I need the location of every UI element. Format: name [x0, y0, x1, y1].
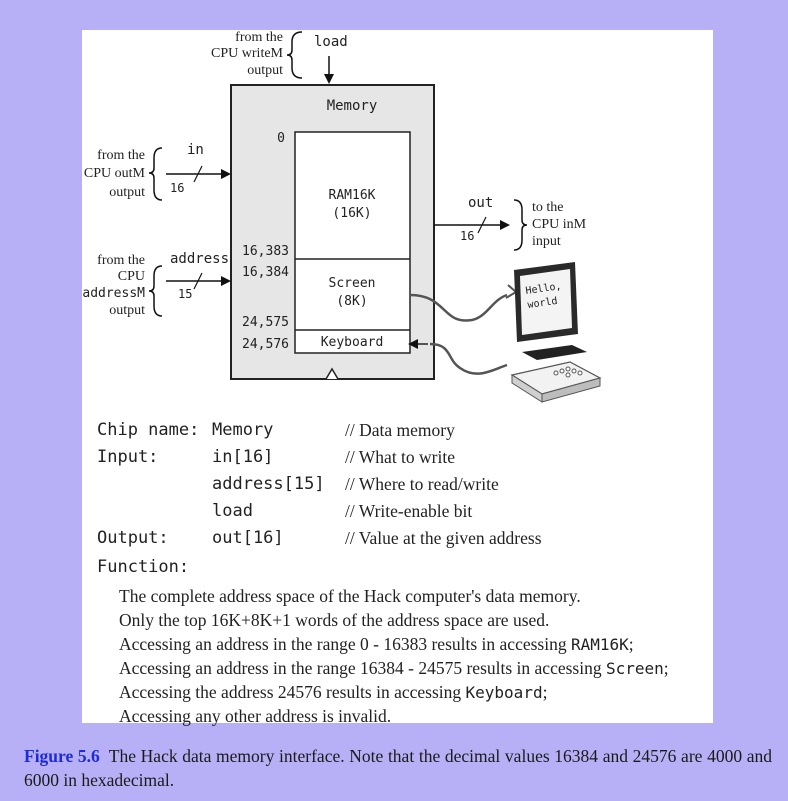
function-label: Function:: [97, 557, 190, 577]
input-load-comment: // Write-enable bit: [345, 501, 473, 521]
in-source-line2: CPU outM: [84, 166, 146, 181]
chip-name-label: Chip name:: [97, 420, 200, 440]
load-source-line3: output: [247, 63, 283, 78]
in-brace: [148, 147, 163, 201]
input-in-comment: // What to write: [345, 447, 455, 467]
in-width: 16: [170, 181, 184, 195]
out-brace: [513, 199, 528, 251]
address-bus-slash: [193, 272, 203, 290]
addr-16384: 16,384: [242, 265, 289, 280]
function-line-5: Accessing the address 24576 results in a…: [119, 682, 547, 703]
input-label: Input:: [97, 447, 159, 467]
function-line-2: Only the top 16K+8K+1 words of the addre…: [119, 610, 550, 630]
function-line-5-text: Accessing the address 24576 results in a…: [119, 682, 466, 702]
address-width: 15: [178, 287, 192, 301]
memory-map: [294, 131, 411, 354]
out-dest-line3: input: [532, 234, 561, 249]
figure-label: Figure 5.6: [24, 746, 100, 766]
function-line-4: Accessing an address in the range 16384 …: [119, 658, 669, 679]
keyboard-name: Keyboard: [321, 335, 384, 350]
out-label: out: [468, 195, 493, 211]
load-source-cpu: CPU writeM: [211, 46, 284, 61]
function-line-3-text: Accessing an address in the range 0 - 16…: [119, 634, 571, 654]
load-brace: [286, 31, 303, 79]
input-load: load: [212, 501, 253, 521]
in-bus-slash: [193, 165, 203, 183]
monitor-icon: Hello, world: [409, 262, 587, 360]
input-address: address[15]: [212, 474, 325, 494]
function-line-3-end: ;: [628, 634, 634, 654]
keyboard-cable: [429, 342, 508, 375]
out-dest-line2: CPU inM: [532, 217, 587, 232]
output-out-comment: // Value at the given address: [345, 528, 542, 548]
figure-panel: from the CPU writeM output load Memory R…: [82, 30, 713, 726]
monitor-text-line1: Hello,: [525, 281, 562, 297]
memory-diagram: from the CPU writeM output load Memory R…: [82, 30, 602, 403]
screen-size: (8K): [336, 294, 367, 309]
out-dest-line1: to the: [532, 200, 564, 215]
in-source-line3: output: [109, 185, 145, 200]
output-out: out[16]: [212, 528, 284, 548]
address-source-line4: output: [109, 303, 145, 318]
function-line-4-text: Accessing an address in the range 16384 …: [119, 658, 606, 678]
out-width: 16: [460, 229, 474, 243]
caption-text: The Hack data memory interface. Note tha…: [24, 746, 777, 790]
screen-cable: [409, 293, 508, 322]
in-label: in: [187, 142, 204, 158]
function-line-6: Accessing any other address is invalid.: [119, 706, 392, 726]
in-source-line1: from the: [97, 148, 145, 163]
function-line-4-end: ;: [663, 658, 669, 678]
address-source-line2: CPU: [118, 269, 145, 284]
function-line-3-code: RAM16K: [570, 635, 629, 654]
chip-name-comment: // Data memory: [345, 420, 455, 440]
monitor-text-line2: world: [527, 296, 558, 311]
address-source-line1: from the: [97, 253, 145, 268]
function-line-3: Accessing an address in the range 0 - 16…: [119, 634, 634, 655]
addr-24575: 24,575: [242, 315, 289, 330]
load-source-line1: from the: [235, 30, 283, 45]
memory-title: Memory: [327, 98, 378, 114]
function-line-5-code: Keyboard: [465, 683, 543, 702]
addr-24576: 24,576: [242, 337, 289, 352]
figure-caption: Figure 5.6 The Hack data memory interfac…: [24, 744, 772, 792]
ram-size: (16K): [332, 206, 371, 221]
clock-triangle: [325, 367, 339, 380]
out-bus-slash: [477, 216, 487, 234]
screen-name: Screen: [329, 276, 376, 291]
addr-16383: 16,383: [242, 244, 289, 259]
input-in: in[16]: [212, 447, 274, 467]
input-address-comment: // Where to read/write: [345, 474, 499, 494]
output-label: Output:: [97, 528, 169, 548]
address-source-line3: addressM: [82, 286, 145, 301]
address-brace: [148, 265, 163, 317]
keyboard-icon: [408, 339, 602, 403]
function-line-1: The complete address space of the Hack c…: [119, 586, 581, 606]
load-source-line2: CPU writeM: [211, 46, 284, 61]
address-label: address: [170, 251, 229, 267]
load-label: load: [314, 34, 348, 50]
chip-name-value: Memory: [212, 420, 274, 440]
addr-0: 0: [277, 131, 285, 146]
function-line-5-end: ;: [542, 682, 548, 702]
function-line-4-code: Screen: [605, 659, 664, 678]
ram-name: RAM16K: [329, 188, 376, 203]
